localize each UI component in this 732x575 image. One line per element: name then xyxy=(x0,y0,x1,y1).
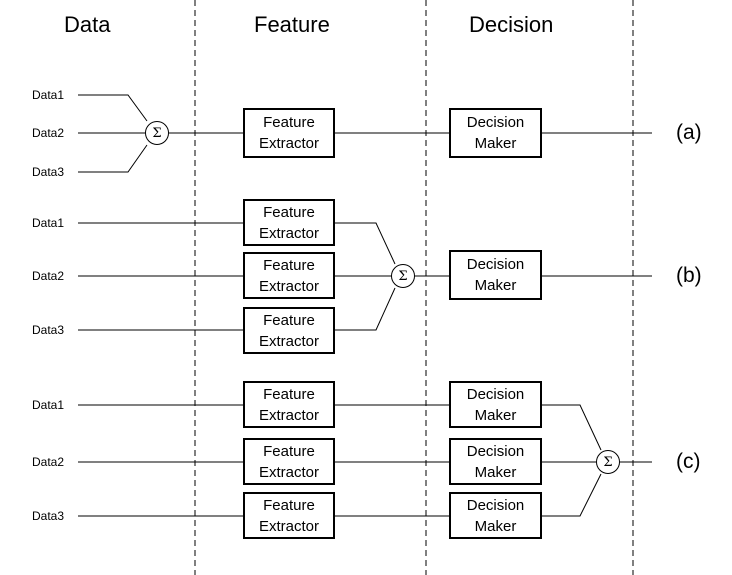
row-c-input-1: Data1 xyxy=(31,398,65,412)
row-c-feature-extractor-2: Feature Extractor xyxy=(243,438,335,485)
box-label-line-2: Extractor xyxy=(258,517,319,535)
box-label-line-1: Feature xyxy=(263,114,315,131)
box-label-line-1: Feature xyxy=(263,385,315,403)
box-label-line-2: Maker xyxy=(474,406,517,424)
header-feature: Feature xyxy=(254,12,330,37)
box-label-line-2: Maker xyxy=(474,135,517,152)
box-label-line-1: Decision xyxy=(466,114,525,131)
box-label-line-2: Extractor xyxy=(258,406,319,424)
row-a-input-3: Data3 xyxy=(31,165,65,179)
row-a-input-2: Data2 xyxy=(31,126,65,140)
row-c-decision-maker-3: Decision Maker xyxy=(449,492,542,539)
box-label-line-2: Extractor xyxy=(258,224,319,242)
row-b-feature-extractor-3: Feature Extractor xyxy=(243,307,335,354)
wire-a-data3 xyxy=(78,144,148,173)
row-c-sum-node: Σ xyxy=(596,450,620,474)
row-a-feature-extractor: Feature Extractor xyxy=(243,108,335,158)
row-c-feature-extractor-3: Feature Extractor xyxy=(243,492,335,539)
row-c-input-2: Data2 xyxy=(31,455,65,469)
box-label-line-1: Feature xyxy=(263,311,315,329)
header-decision: Decision xyxy=(469,12,554,37)
wire-c-dm1-to-sum xyxy=(542,404,602,451)
row-a-decision-maker: Decision Maker xyxy=(449,108,542,158)
wire-c-dm3-to-sum xyxy=(542,473,602,517)
box-label-line-1: Decision xyxy=(466,442,525,460)
row-b-feature-extractor-1: Feature Extractor xyxy=(243,199,335,246)
row-b-input-2: Data2 xyxy=(31,269,65,283)
row-b-feature-extractor-2: Feature Extractor xyxy=(243,252,335,299)
row-b-decision-maker: Decision Maker xyxy=(449,250,542,300)
row-c-decision-maker-1: Decision Maker xyxy=(449,381,542,428)
box-label-line-1: Decision xyxy=(466,256,525,273)
row-b-label: (b) xyxy=(676,264,702,287)
box-label-line-1: Feature xyxy=(263,442,315,460)
box-label-line-2: Extractor xyxy=(258,463,319,481)
box-label-line-1: Decision xyxy=(466,496,525,514)
box-label-line-1: Feature xyxy=(263,256,315,274)
box-label-line-1: Decision xyxy=(466,385,525,403)
box-label-line-1: Feature xyxy=(263,496,315,514)
row-c-decision-maker-2: Decision Maker xyxy=(449,438,542,485)
box-label-line-2: Extractor xyxy=(258,277,319,295)
wire-b-fe3-to-sum xyxy=(335,287,396,331)
box-label-line-1: Feature xyxy=(263,203,315,221)
box-label-line-2: Maker xyxy=(474,517,517,535)
row-c-feature-extractor-1: Feature Extractor xyxy=(243,381,335,428)
wire-a-data1 xyxy=(78,94,148,122)
row-b-input-1: Data1 xyxy=(31,216,65,230)
box-label-line-2: Maker xyxy=(474,277,517,294)
row-b-input-3: Data3 xyxy=(31,323,65,337)
wire-b-fe1-to-sum xyxy=(335,222,396,265)
header-data: Data xyxy=(64,12,111,37)
row-a-input-1: Data1 xyxy=(31,88,65,102)
row-b-sum-node: Σ xyxy=(391,264,415,288)
row-a-sum-node: Σ xyxy=(145,121,169,145)
row-a-label: (a) xyxy=(676,121,702,144)
row-c-label: (c) xyxy=(676,450,701,473)
box-label-line-2: Maker xyxy=(474,463,517,481)
row-c-input-3: Data3 xyxy=(31,509,65,523)
box-label-line-2: Extractor xyxy=(258,135,319,152)
box-label-line-2: Extractor xyxy=(258,332,319,350)
